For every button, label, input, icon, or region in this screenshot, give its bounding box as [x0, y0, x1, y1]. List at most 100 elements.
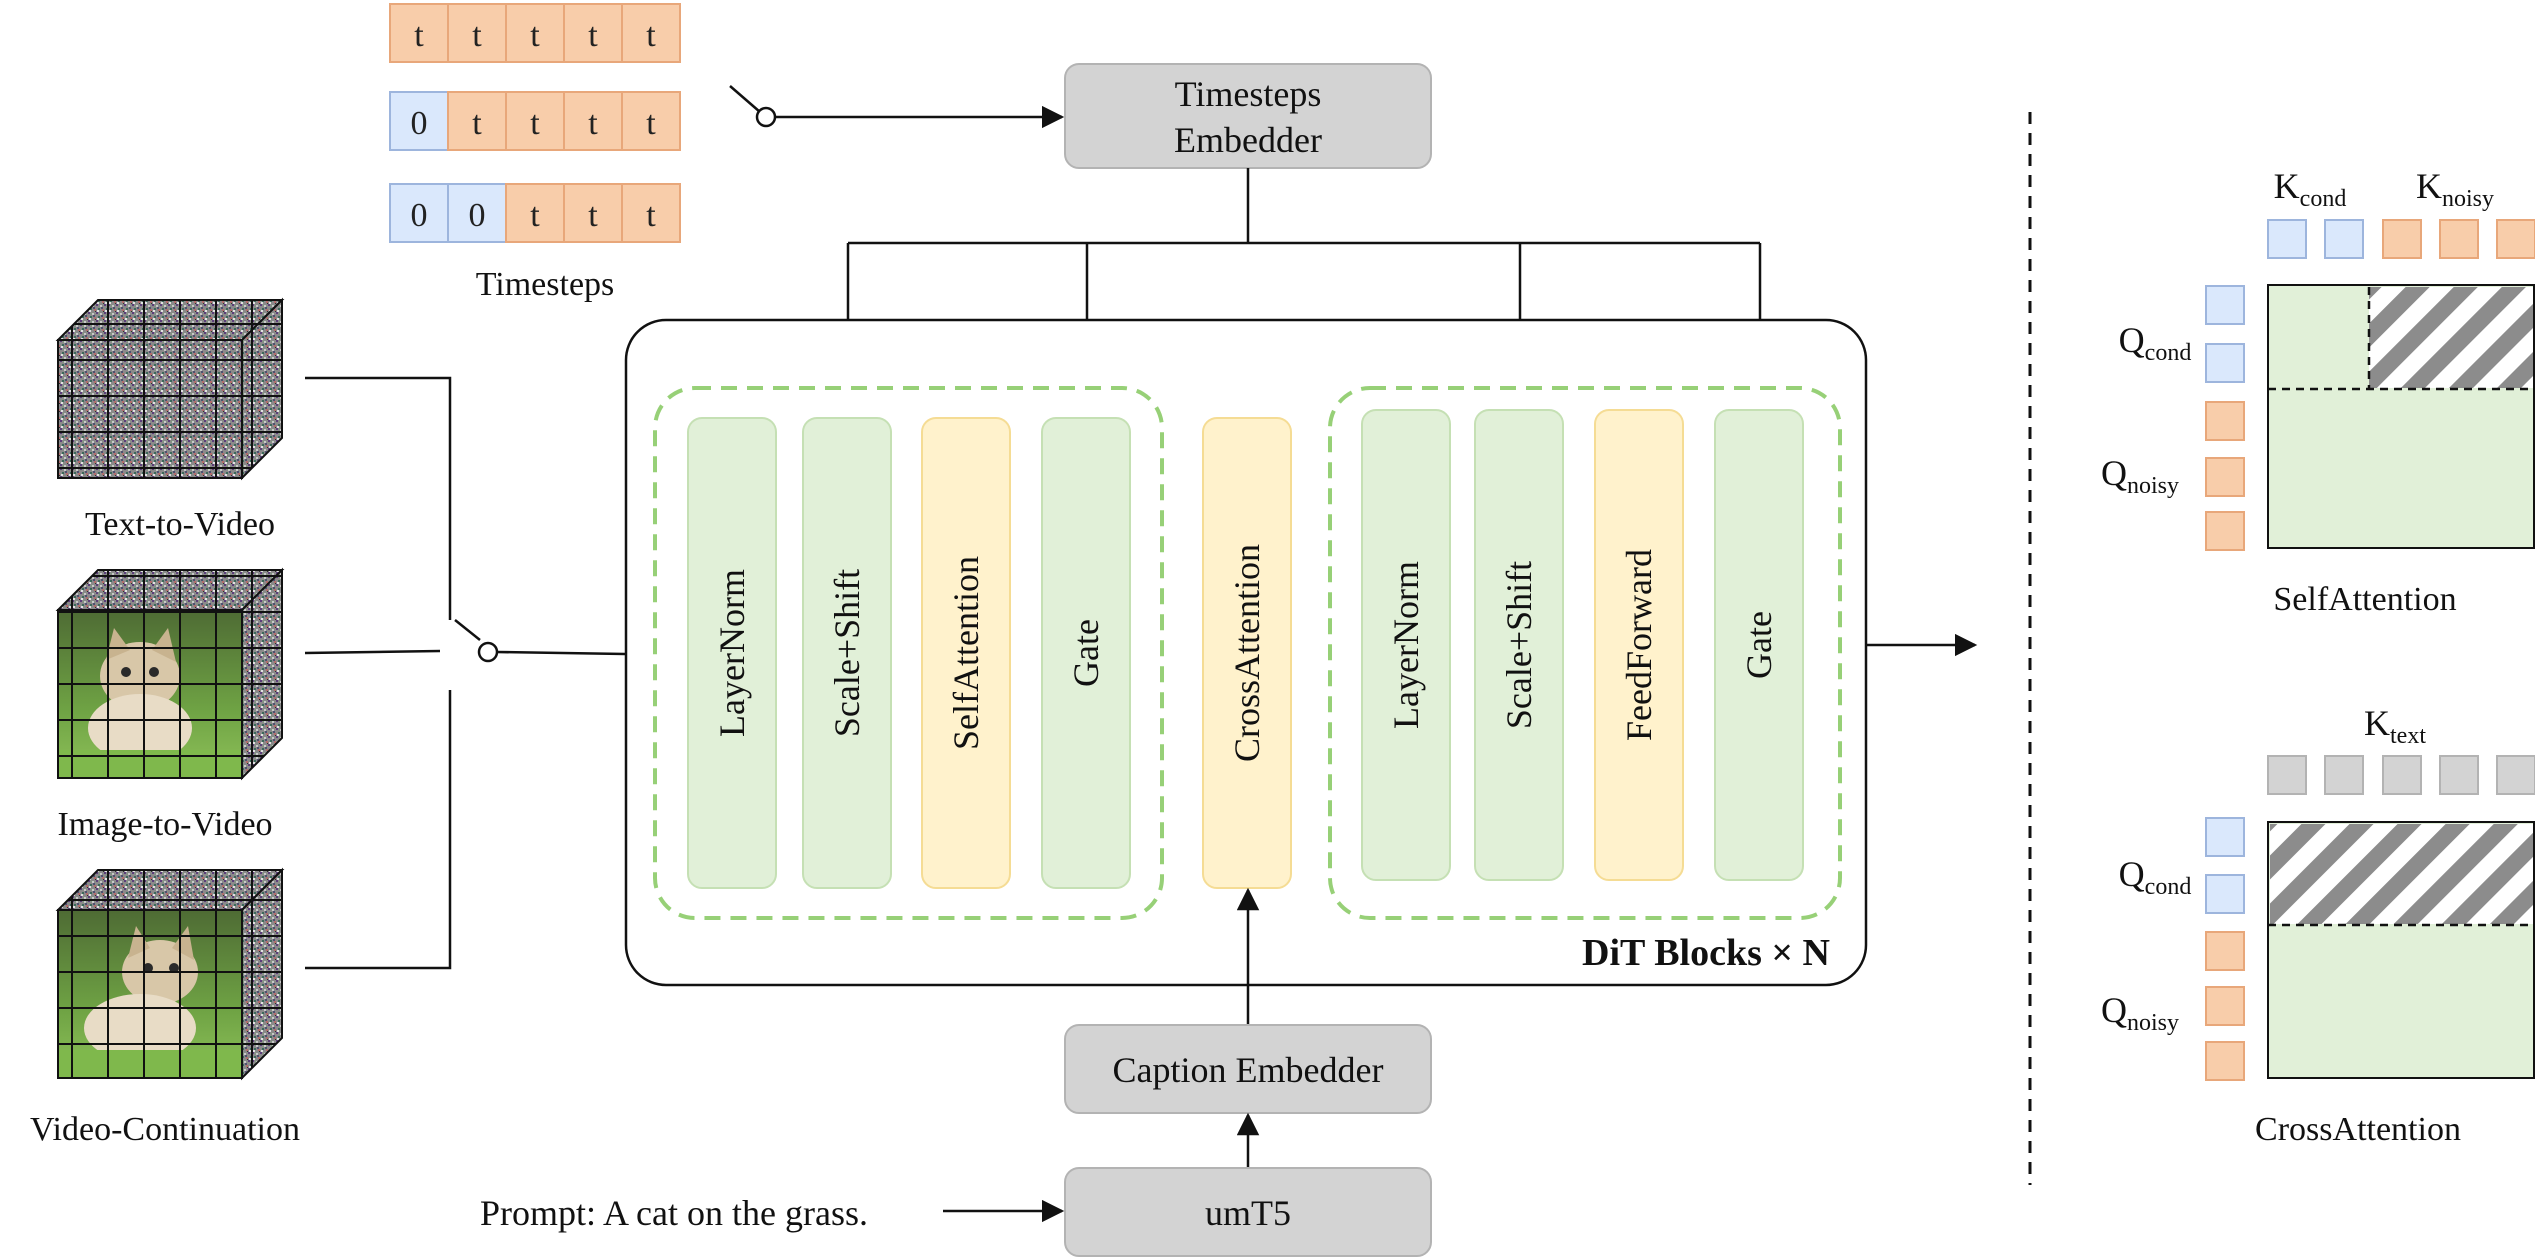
- token-noisy: [2496, 219, 2535, 259]
- timestep-cell: [447, 91, 507, 151]
- timestep-cell-value: t: [530, 105, 540, 142]
- dit-module-feedforward-b: [1594, 409, 1684, 881]
- self-q-noisy-label: Qnoisy: [2101, 453, 2179, 499]
- timestep-cell-value: t: [646, 105, 656, 142]
- timestep-cell-value: t: [588, 17, 598, 54]
- timestep-cell: [621, 3, 681, 63]
- timesteps-rows: t t t t t 0 t t t t 0 0 t t t: [389, 3, 681, 243]
- timestep-cell-value: t: [588, 105, 598, 142]
- dit-block-label: DiT Blocks × N: [1582, 932, 1830, 974]
- timesteps-embedder-line2: Embedder: [1174, 120, 1322, 160]
- timestep-cell: [621, 183, 681, 243]
- dit-modules: LayerNorm Scale+Shift SelfAttention Gate Cro…: [687, 409, 1804, 889]
- timestep-cell: [505, 183, 565, 243]
- timestep-cell-value: t: [472, 105, 482, 142]
- dit-module-selfattention-a-label: SelfAttention: [946, 556, 986, 750]
- timestep-cell-value: t: [530, 17, 540, 54]
- dit-module-scale-shift-b: [1474, 409, 1564, 881]
- timestep-cell-value: t: [646, 17, 656, 54]
- dit-module-scale-shift-b-label: Scale+Shift: [1499, 561, 1539, 729]
- timestep-cell: [447, 3, 507, 63]
- cross-attention-label: CrossAttention: [2255, 1111, 2461, 1148]
- token-noisy: [2205, 931, 2245, 971]
- dit-module-scale-shift-a-label: Scale+Shift: [827, 569, 867, 737]
- umt5-box: [1064, 1167, 1432, 1257]
- token-noisy: [2205, 457, 2245, 497]
- token-text: [2267, 755, 2307, 795]
- dit-module-layernorm-b-label: LayerNorm: [1386, 561, 1426, 729]
- token-noisy: [2205, 511, 2245, 551]
- timestep-cell-value: t: [646, 197, 656, 234]
- dit-group-feedforward: [1328, 386, 1842, 920]
- mode-label-video-continuation: Video-Continuation: [30, 1111, 300, 1148]
- mode-label-image-to-video: Image-to-Video: [57, 806, 272, 843]
- dit-module-feedforward-b-label: FeedForward: [1619, 549, 1659, 741]
- token-cond: [2205, 817, 2245, 857]
- dit-module-gate-b: [1714, 409, 1804, 881]
- token-noisy: [2439, 219, 2479, 259]
- caption-embedder-label: Caption Embedder: [1113, 1050, 1384, 1090]
- token-text: [2439, 755, 2479, 795]
- token-text: [2496, 755, 2535, 795]
- token-cond: [2205, 343, 2245, 383]
- timestep-cell-value: t: [414, 17, 424, 54]
- dit-group-attention: [653, 386, 1164, 920]
- token-text: [2324, 755, 2364, 795]
- timestep-cell-value: 0: [469, 197, 486, 234]
- timestep-cell-value: 0: [411, 105, 428, 142]
- dit-module-gate-b-label: Gate: [1739, 611, 1779, 679]
- self-attention-label: SelfAttention: [2273, 581, 2456, 618]
- dit-module-layernorm-a: [687, 417, 777, 889]
- self-query-tokens: [2205, 285, 2245, 551]
- dit-module-layernorm-a-label: LayerNorm: [712, 569, 752, 737]
- token-noisy: [2382, 219, 2422, 259]
- self-k-noisy-label: Knoisy: [2416, 166, 2494, 212]
- timestep-switch-lever: [729, 85, 761, 113]
- cross-query-tokens: [2205, 817, 2245, 1081]
- timestep-cell: [563, 183, 623, 243]
- self-q-cond-label: Qcond: [2119, 320, 2192, 366]
- image-to-video-cube: [55, 567, 285, 781]
- timestep-cell-value: t: [472, 17, 482, 54]
- cross-q-noisy-label: Qnoisy: [2101, 990, 2179, 1036]
- timestep-cell-value: t: [588, 197, 598, 234]
- timestep-cell-value: 0: [411, 197, 428, 234]
- video-continuation-cube: [55, 867, 285, 1081]
- token-noisy: [2205, 986, 2245, 1026]
- dit-module-gate-a-label: Gate: [1066, 619, 1106, 687]
- token-cond: [2324, 219, 2364, 259]
- self-key-tokens: [2267, 219, 2535, 259]
- self-mask-blocked: [2369, 287, 2533, 388]
- dit-module-crossattention-label: CrossAttention: [1227, 544, 1267, 762]
- timestep-switch-pivot: [755, 106, 777, 128]
- timesteps-embedder-line1: Timesteps: [1175, 74, 1322, 114]
- token-cond: [2205, 874, 2245, 914]
- dit-module-scale-shift-a: [802, 417, 892, 889]
- mode-switch: [304, 376, 626, 970]
- token-noisy: [2205, 401, 2245, 441]
- text-to-video-cube: [55, 297, 285, 481]
- self-attention-mask: Kcond Knoisy Qcond Qnoisy SelfAttention: [2101, 166, 2535, 618]
- cross-mask-blocked: [2270, 824, 2533, 924]
- self-k-cond-label: Kcond: [2274, 166, 2347, 212]
- timestep-cell: [447, 183, 507, 243]
- timestep-cell: [389, 3, 449, 63]
- dit-module-layernorm-b: [1361, 409, 1451, 881]
- token-noisy: [2205, 1041, 2245, 1081]
- cross-key-tokens: [2267, 755, 2535, 795]
- mode-label-text-to-video: Text-to-Video: [85, 506, 275, 543]
- token-text: [2382, 755, 2422, 795]
- timesteps-label: Timesteps: [476, 266, 615, 303]
- umt5-label: umT5: [1205, 1193, 1291, 1233]
- timestep-cell-value: t: [530, 197, 540, 234]
- cross-k-text-label: Ktext: [2364, 703, 2426, 749]
- timestep-cell: [505, 91, 565, 151]
- timestep-cell: [563, 91, 623, 151]
- token-cond: [2205, 285, 2245, 325]
- timestep-cell: [389, 91, 449, 151]
- dit-module-gate-a: [1041, 417, 1131, 889]
- token-cond: [2267, 219, 2307, 259]
- dit-module-selfattention-a: [921, 417, 1011, 889]
- timestep-cell: [621, 91, 681, 151]
